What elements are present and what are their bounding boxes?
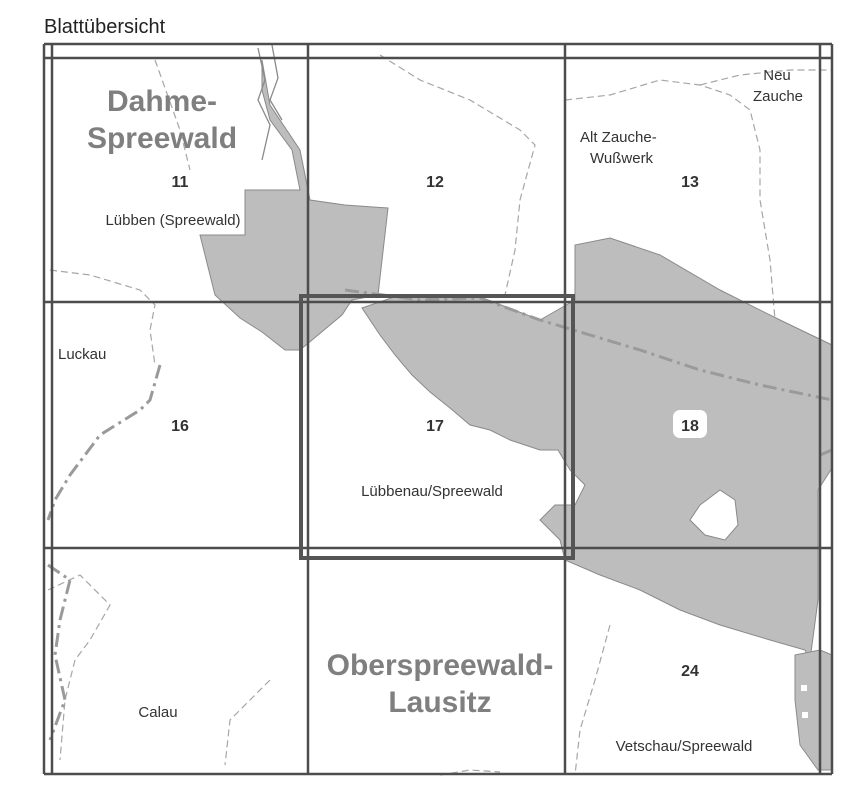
map-heading: Blattübersicht (44, 16, 166, 38)
place-vetschau: Vetschau/Spreewald (616, 738, 753, 755)
sheet-numbers: 11 12 13 16 17 18 24 (171, 174, 707, 680)
place-labels: Lübben (Spreewald) Alt Zauche- Wußwerk N… (58, 67, 803, 755)
district-labels: Dahme- Spreewald Oberspreewald- Lausitz (87, 85, 553, 719)
place-neu-zauche-line1: Neu (763, 67, 791, 84)
sheet-number-13[interactable]: 13 (681, 174, 699, 191)
district-dahme-line1: Dahme- (107, 85, 217, 118)
small-white-patch-1 (801, 685, 807, 691)
sheet-grid (42, 42, 834, 776)
sheet-number-18-badge (673, 410, 707, 438)
sheet-number-17[interactable]: 17 (426, 418, 444, 435)
sheet-number-16[interactable]: 16 (171, 418, 189, 435)
place-luebben: Lübben (Spreewald) (105, 212, 240, 229)
place-neu-zauche-line2: Zauche (753, 88, 803, 105)
small-white-patch-2 (802, 712, 808, 718)
place-calau: Calau (138, 704, 177, 721)
protected-area-south-east (794, 649, 833, 771)
place-alt-zauche-line1: Alt Zauche- (580, 129, 657, 146)
lake-hole (689, 489, 739, 541)
river-lines (257, 44, 283, 161)
district-oberspreewald-line2: Lausitz (388, 686, 491, 719)
administrative-boundaries (46, 54, 833, 776)
protected-area-central-east (361, 237, 833, 662)
place-luckau: Luckau (58, 346, 106, 363)
protected-area (199, 59, 833, 771)
district-oberspreewald-line1: Oberspreewald- (327, 649, 554, 682)
district-dahme-line2: Spreewald (87, 122, 237, 155)
place-alt-zauche-line2: Wußwerk (590, 150, 654, 167)
sheet-number-11[interactable]: 11 (172, 174, 189, 191)
protected-area-north-west (199, 59, 389, 351)
sheet-number-24[interactable]: 24 (681, 663, 699, 680)
sheet-number-18[interactable]: 18 (681, 418, 699, 435)
place-luebbenau: Lübbenau/Spreewald (361, 483, 503, 500)
sheet-number-12[interactable]: 12 (426, 174, 444, 191)
selected-sheet-frame (299, 294, 575, 560)
